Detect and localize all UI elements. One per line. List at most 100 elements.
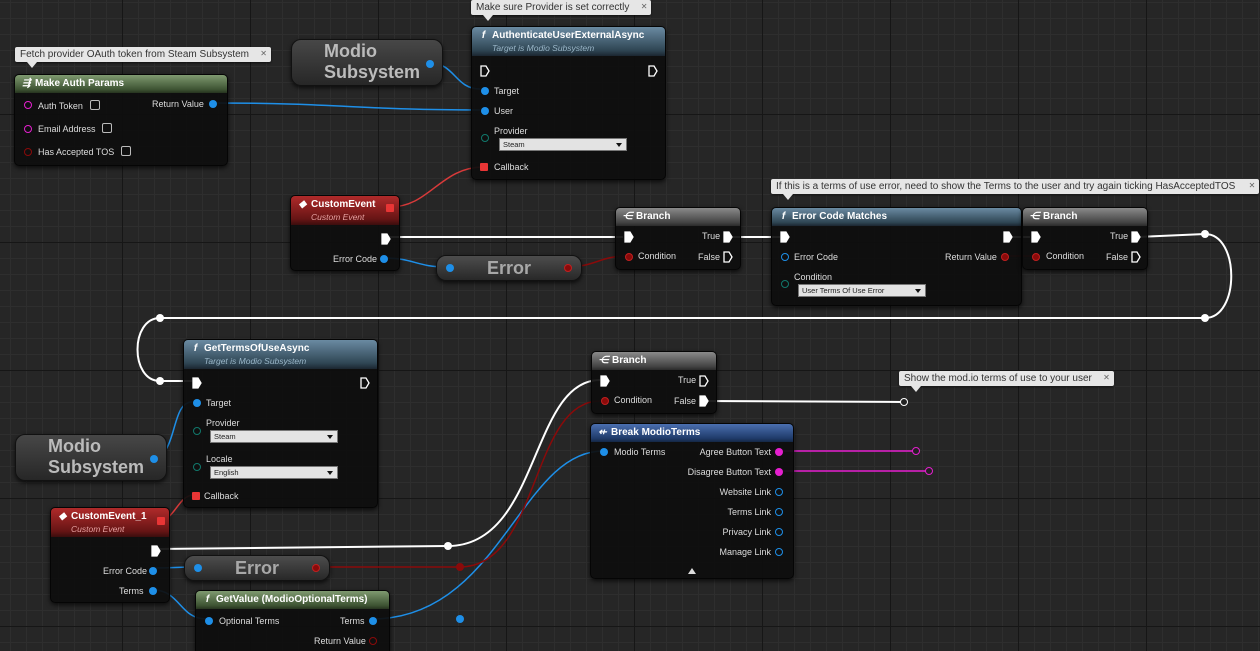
return-value-pin[interactable] <box>209 100 217 108</box>
error-code-pin[interactable] <box>380 255 388 263</box>
reroute-node[interactable] <box>156 314 164 322</box>
email-address-pin[interactable] <box>24 125 32 133</box>
return-value-pin[interactable] <box>1001 253 1009 261</box>
delegate-out-pin[interactable] <box>157 517 165 525</box>
modio-subsystem-variable[interactable]: Modio Subsystem <box>15 434 167 481</box>
auth-token-input[interactable] <box>90 100 100 110</box>
agree-button-text-pin[interactable] <box>775 448 783 456</box>
error-code-pin[interactable] <box>781 253 789 261</box>
privacy-link-pin[interactable] <box>775 528 783 536</box>
comment-provider[interactable]: Make sure Provider is set correctly✕ <box>471 0 652 21</box>
condition-pin[interactable] <box>625 253 633 261</box>
node-title: Branch <box>612 355 647 366</box>
comment-terms-error[interactable]: If this is a terms of use error, need to… <box>771 179 1260 200</box>
reroute-node[interactable] <box>900 398 908 406</box>
auth-token-pin[interactable] <box>24 101 32 109</box>
provider-pin[interactable] <box>481 134 489 142</box>
terms-pin[interactable] <box>149 587 157 595</box>
chevron-down-icon <box>616 143 622 147</box>
has-accepted-tos-pin[interactable] <box>24 148 32 156</box>
close-icon[interactable]: ✕ <box>260 49 267 58</box>
condition-dropdown[interactable]: User Terms Of Use Error <box>798 284 926 297</box>
reroute-node[interactable] <box>456 615 464 623</box>
node-title: Error <box>234 558 279 578</box>
terms-link-label: Terms Link <box>727 507 771 517</box>
website-link-pin[interactable] <box>775 488 783 496</box>
condition-pin[interactable] <box>781 280 789 288</box>
reroute-node[interactable] <box>156 377 164 385</box>
terms-out-pin[interactable] <box>369 617 377 625</box>
function-icon: f <box>481 30 486 41</box>
delegate-out-pin[interactable] <box>386 204 394 212</box>
make-auth-params-node[interactable]: ⇶Make Auth Params Auth Token Return Valu… <box>14 74 228 166</box>
condition-pin[interactable] <box>1032 253 1040 261</box>
node-title: Branch <box>636 211 671 222</box>
comment-text: If this is a terms of use error, need to… <box>776 181 1236 192</box>
branch-node[interactable]: ⋲Branch True Condition False <box>591 351 717 414</box>
condition-pin[interactable] <box>601 397 609 405</box>
callback-label: Callback <box>494 162 529 172</box>
email-address-input[interactable] <box>102 123 112 133</box>
provider-dropdown[interactable]: Steam <box>499 138 627 151</box>
error-node[interactable]: Error <box>436 255 582 281</box>
close-icon[interactable]: ✕ <box>640 2 648 11</box>
input-pin[interactable] <box>446 264 454 272</box>
close-icon[interactable]: ✕ <box>1248 181 1256 190</box>
reroute-node[interactable] <box>1201 314 1209 322</box>
condition-label: Condition <box>638 251 677 261</box>
return-value-pin[interactable] <box>369 637 377 645</box>
website-link-label: Website Link <box>719 487 771 497</box>
comment-fetch-token[interactable]: Fetch provider OAuth token from Steam Su… <box>15 47 271 68</box>
reroute-node[interactable] <box>444 542 452 550</box>
modio-subsystem-variable[interactable]: Modio Subsystem <box>291 39 443 86</box>
has-accepted-tos-checkbox[interactable] <box>121 146 131 156</box>
chevron-down-icon <box>327 471 333 475</box>
close-icon[interactable]: ✕ <box>1103 373 1110 382</box>
comment-show-terms[interactable]: Show the mod.io terms of use to your use… <box>899 371 1114 392</box>
branch-node[interactable]: ⋲Branch True Condition False <box>615 207 741 270</box>
branch-icon: ⋲ <box>1029 211 1040 222</box>
manage-link-pin[interactable] <box>775 548 783 556</box>
output-pin[interactable] <box>312 564 320 572</box>
user-pin[interactable] <box>481 107 489 115</box>
reroute-node[interactable] <box>925 467 933 475</box>
break-modio-terms-node[interactable]: ⇷Break ModioTerms Modio Terms Agree Butt… <box>590 423 794 579</box>
break-struct-icon: ⇷ <box>598 427 607 438</box>
reroute-node[interactable] <box>1201 230 1209 238</box>
expand-arrow-icon[interactable] <box>688 568 696 574</box>
target-pin[interactable] <box>481 87 489 95</box>
node-title: GetValue (ModioOptionalTerms) <box>216 594 368 605</box>
error-code-pin[interactable] <box>149 567 157 575</box>
optional-terms-label: Optional Terms <box>219 616 280 626</box>
provider-dropdown[interactable]: Steam <box>210 430 338 443</box>
locale-pin[interactable] <box>193 463 201 471</box>
target-label: Target <box>494 86 520 96</box>
reroute-node[interactable] <box>912 447 920 455</box>
output-pin[interactable] <box>150 455 158 463</box>
modio-terms-pin[interactable] <box>600 448 608 456</box>
optional-terms-pin[interactable] <box>205 617 213 625</box>
callback-pin[interactable] <box>480 163 488 171</box>
provider-label: Provider <box>494 126 528 136</box>
locale-dropdown[interactable]: English <box>210 466 338 479</box>
locale-label: Locale <box>206 454 233 464</box>
variable-name-line1: Modio <box>324 41 377 61</box>
error-node[interactable]: Error <box>184 555 330 581</box>
input-pin[interactable] <box>194 564 202 572</box>
callback-pin[interactable] <box>192 492 200 500</box>
privacy-link-label: Privacy Link <box>722 527 771 537</box>
output-pin[interactable] <box>426 60 434 68</box>
terms-link-pin[interactable] <box>775 508 783 516</box>
disagree-button-text-pin[interactable] <box>775 468 783 476</box>
output-pin[interactable] <box>564 264 572 272</box>
branch-node[interactable]: ⋲Branch True Condition False <box>1022 207 1148 270</box>
provider-pin[interactable] <box>193 427 201 435</box>
target-pin[interactable] <box>193 399 201 407</box>
reroute-node[interactable] <box>456 563 464 571</box>
